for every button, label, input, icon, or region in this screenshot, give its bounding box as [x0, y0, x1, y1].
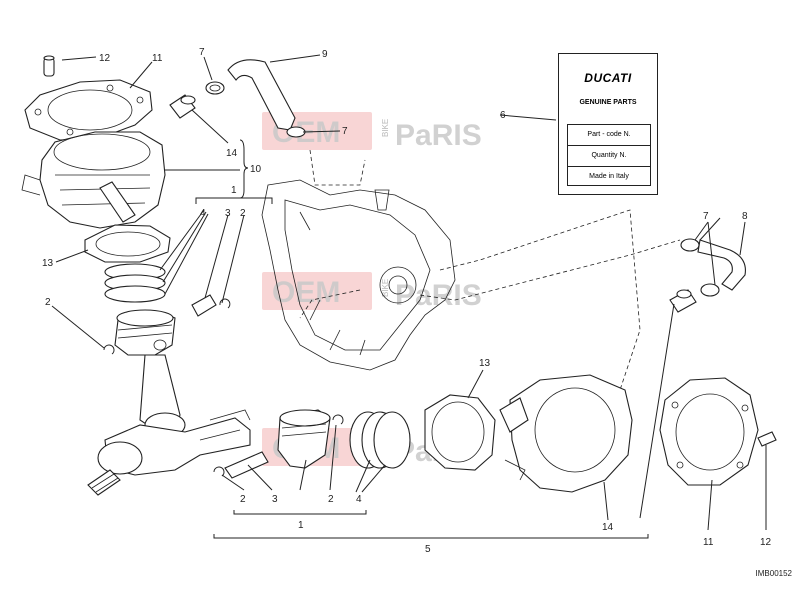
callout-7-right: 7 [703, 211, 709, 222]
stud-dowel-bottom-right [757, 431, 777, 447]
callout-7-top: 7 [199, 47, 205, 58]
svg-text:PaRIS: PaRIS [395, 279, 482, 312]
label-subtitle: GENUINE PARTS [579, 99, 637, 106]
callout-3-top: 3 [225, 208, 231, 219]
water-fitting-left [169, 94, 196, 119]
head-gasket-bottom [659, 377, 759, 486]
head-gasket-top-left [24, 79, 153, 141]
genuine-parts-label: DUCATI GENUINE PARTS Part - code N. Quan… [558, 53, 658, 195]
callout-2-top: 2 [240, 208, 246, 219]
cylinder-top-left [21, 131, 166, 229]
ducati-logo: DUCATI [584, 71, 632, 85]
callout-13-left: 13 [42, 258, 54, 269]
callout-14-top: 14 [226, 148, 238, 159]
callout-7-mid: 7 [342, 126, 348, 137]
callout-1-bottom: 1 [298, 520, 304, 531]
base-gasket-left [84, 224, 171, 263]
piston-pin-left [191, 294, 217, 317]
callout-2-left: 2 [45, 297, 51, 308]
callout-12-bottom: 12 [760, 537, 772, 548]
label-table: Part - code N. Quantity N. Made in Italy [567, 124, 651, 186]
cylinder-bottom [499, 374, 633, 493]
diagram-code: IMB00152 [755, 569, 792, 578]
circlip-bottom-a [213, 466, 225, 477]
label-row-quantity: Quantity N. [568, 146, 650, 167]
water-fitting-right [669, 289, 697, 313]
piston-pin-bottom [224, 451, 269, 479]
callout-2-bottom-a: 2 [240, 494, 246, 505]
callout-numbers: 12 11 7 9 7 6 14 10 1 4 3 2 13 2 7 8 13 … [42, 47, 772, 555]
svg-text:OEM: OEM [272, 276, 340, 309]
callout-6: 6 [500, 110, 506, 121]
hose-clamp-mid [286, 126, 306, 138]
callout-2-bottom-b: 2 [328, 494, 334, 505]
callout-8: 8 [742, 211, 748, 222]
callout-11-top: 11 [152, 53, 163, 64]
circlip-left-b [103, 344, 115, 355]
callout-1-top: 1 [231, 185, 237, 196]
water-hose-top [227, 59, 296, 131]
callout-10: 10 [250, 164, 262, 175]
svg-text:BIKE: BIKE [381, 279, 390, 297]
water-hose-right [697, 239, 746, 291]
svg-text:BIKE: BIKE [381, 119, 390, 137]
piston-rings-left [104, 263, 166, 303]
circlip-bottom-b [332, 414, 344, 425]
callout-12-top: 12 [99, 53, 111, 64]
circlip-left-a [219, 298, 231, 309]
callout-3-bottom: 3 [272, 494, 278, 505]
leader-lines [51, 54, 767, 539]
piston-bottom [277, 409, 331, 469]
callout-9: 9 [322, 49, 328, 60]
callout-13-right: 13 [479, 358, 491, 369]
callout-11-bottom: 11 [703, 537, 714, 548]
label-row-part-code: Part - code N. [568, 125, 650, 146]
hose-clamp-right-b [700, 283, 720, 297]
base-gasket-bottom [424, 394, 496, 471]
callout-4-bottom: 4 [356, 494, 362, 505]
svg-text:PaRIS: PaRIS [395, 119, 482, 152]
callout-5: 5 [425, 544, 431, 555]
label-row-origin: Made in Italy [589, 173, 629, 180]
stud-dowel-top-left [43, 55, 55, 77]
callout-4-top: 4 [200, 208, 206, 219]
piston-left [114, 309, 176, 356]
callout-14-bottom: 14 [602, 522, 614, 533]
connecting-rod [139, 354, 186, 438]
hose-clamp-top [205, 81, 225, 95]
crankshaft [87, 409, 251, 496]
hose-clamp-right-a [680, 238, 700, 252]
piston-rings-bottom [349, 411, 411, 469]
crankcase-outline [261, 149, 681, 421]
watermark-middle: OEM BIKE PaRIS [262, 272, 482, 312]
